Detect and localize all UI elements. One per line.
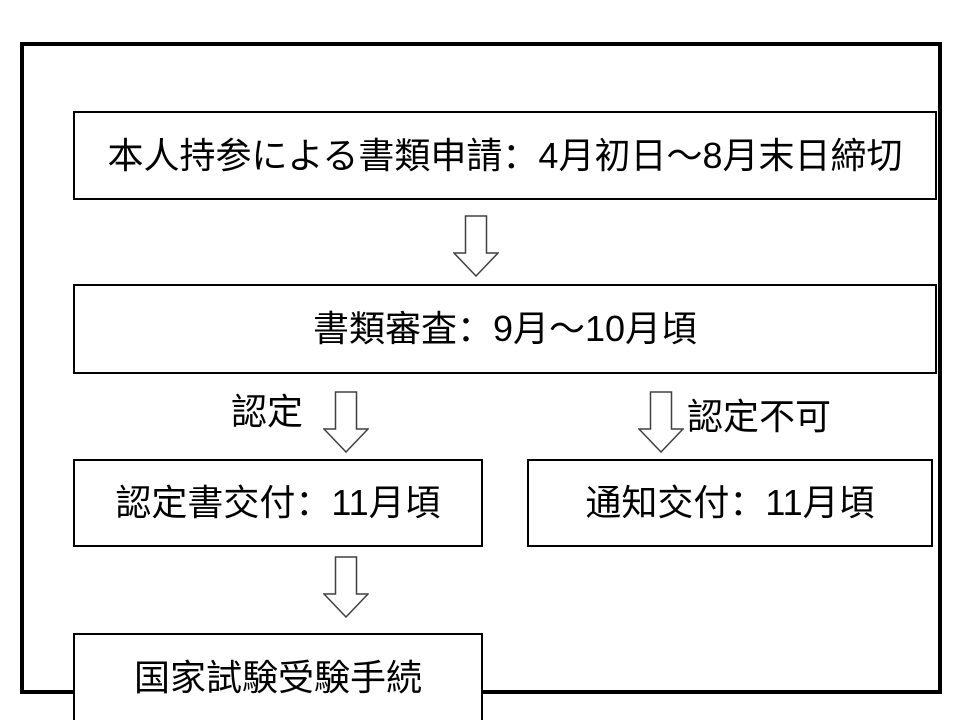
- connector-application-to-screening: [453, 215, 499, 277]
- branch-label-approved: 認定: [231, 391, 304, 432]
- node-application-label: 本人持参による書類申請：4月初日～8月末日締切: [107, 134, 903, 176]
- node-exam-label: 国家試験受験手続: [133, 656, 422, 698]
- node-certificate-label: 認定書交付：11月頃: [115, 482, 441, 523]
- branch-label-rejected: 認定不可: [687, 396, 832, 437]
- node-screening: 書類審査：9月～10月頃: [73, 284, 937, 374]
- down-arrow-icon: [453, 215, 499, 277]
- down-arrow-icon: [323, 556, 369, 618]
- connector-screening-to-certificate: [323, 391, 369, 453]
- node-exam: 国家試験受験手続: [73, 633, 483, 720]
- connector-certificate-to-exam: [323, 556, 369, 618]
- node-notification-label: 通知交付：11月頃: [585, 482, 875, 523]
- outer-frame: 本人持参による書類申請：4月初日～8月末日締切 書類審査：9月～10月頃 認定 …: [20, 42, 942, 720]
- node-screening-label: 書類審査：9月～10月頃: [312, 308, 698, 349]
- node-notification: 通知交付：11月頃: [527, 459, 933, 547]
- down-arrow-icon: [638, 391, 684, 453]
- connector-screening-to-notification: [638, 391, 684, 453]
- node-certificate: 認定書交付：11月頃: [73, 459, 483, 547]
- down-arrow-icon: [323, 391, 369, 453]
- node-application: 本人持参による書類申請：4月初日～8月末日締切: [73, 111, 937, 200]
